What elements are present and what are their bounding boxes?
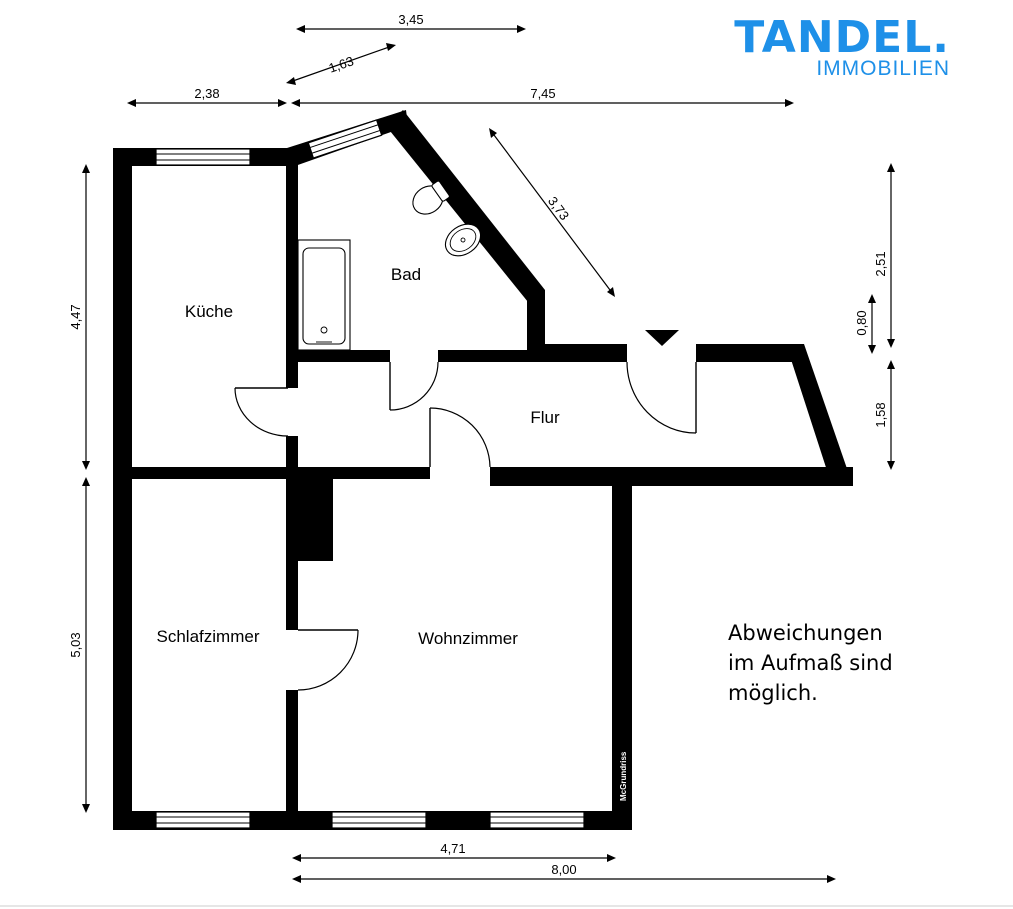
svg-text:5,03: 5,03 bbox=[68, 632, 83, 657]
bath-fixtures bbox=[297, 180, 482, 351]
svg-text:4,71: 4,71 bbox=[440, 841, 465, 856]
door-living bbox=[429, 407, 491, 468]
door-bath bbox=[389, 361, 439, 411]
note-line-1: Abweichungen bbox=[728, 621, 883, 645]
entrance-arrow-icon bbox=[645, 330, 679, 346]
door-bedroom bbox=[297, 629, 359, 691]
window-living-2 bbox=[489, 811, 585, 829]
wall-flur-top-b bbox=[696, 344, 804, 362]
windows bbox=[155, 119, 585, 829]
brand-name: TANDEL. bbox=[734, 12, 950, 63]
room-label-flur: Flur bbox=[530, 408, 560, 427]
door-entrance bbox=[626, 361, 697, 434]
room-label-kueche: Küche bbox=[185, 302, 233, 321]
svg-text:3,45: 3,45 bbox=[398, 12, 423, 27]
wall-flur-bottom bbox=[490, 467, 853, 486]
dimension-top-right: 7,45 bbox=[291, 86, 794, 107]
dimension-left-upper: 4,47 bbox=[68, 164, 90, 470]
room-label-schlafzimmer: Schlafzimmer bbox=[157, 627, 260, 646]
svg-text:4,47: 4,47 bbox=[68, 304, 83, 329]
wall-flur-right bbox=[786, 344, 853, 486]
toilet-icon bbox=[412, 180, 450, 215]
window-kitchen bbox=[155, 148, 251, 166]
dimension-bath-window: 1,63 bbox=[286, 43, 396, 85]
dimension-bottom-living: 4,71 bbox=[292, 841, 616, 862]
wall-flur-top-a bbox=[527, 344, 627, 362]
wall-bath-bottom-a bbox=[286, 350, 390, 362]
dimension-right-step: 0,80 bbox=[854, 294, 876, 354]
svg-text:0,80: 0,80 bbox=[854, 310, 869, 335]
chimney-block bbox=[286, 479, 333, 561]
brand-tagline: IMMOBILIEN bbox=[816, 57, 950, 80]
window-living-1 bbox=[331, 811, 427, 829]
svg-text:2,38: 2,38 bbox=[194, 86, 219, 101]
wall-kitchen-bath bbox=[286, 148, 298, 362]
brand-logo: TANDEL. IMMOBILIEN bbox=[734, 12, 950, 80]
svg-text:2,51: 2,51 bbox=[873, 251, 888, 276]
svg-text:8,00: 8,00 bbox=[551, 862, 576, 877]
wall-bath-diagonal bbox=[386, 110, 545, 302]
dimension-left-lower: 5,03 bbox=[68, 477, 90, 813]
sink-icon bbox=[444, 223, 482, 257]
svg-text:1,63: 1,63 bbox=[327, 53, 356, 75]
disclaimer-note: Abweichungen im Aufmaß sind möglich. bbox=[728, 621, 893, 705]
dimension-lines: 3,45 1,63 2,38 7,45 3,73 bbox=[68, 12, 895, 883]
doors bbox=[234, 330, 697, 691]
wall-left bbox=[113, 148, 132, 830]
wall-middle bbox=[113, 467, 430, 479]
dimension-top-bath: 3,45 bbox=[296, 12, 526, 33]
note-line-3: möglich. bbox=[728, 681, 818, 705]
dimension-right-upper: 2,51 bbox=[873, 163, 895, 348]
watermark: McGrundriss bbox=[619, 751, 628, 801]
note-line-2: im Aufmaß sind bbox=[728, 651, 893, 675]
room-label-wohnzimmer: Wohnzimmer bbox=[418, 629, 518, 648]
dimension-right-lower: 1,58 bbox=[873, 360, 895, 470]
wall-kitchen-flur-a bbox=[286, 362, 298, 388]
wall-bed-living-b bbox=[286, 690, 298, 830]
wall-bath-bottom-b bbox=[438, 350, 545, 362]
window-bedroom bbox=[155, 811, 251, 829]
room-labels: Küche Bad Flur Schlafzimmer Wohnzimmer bbox=[157, 265, 560, 648]
dimension-bottom-total: 8,00 bbox=[292, 862, 836, 883]
room-label-bad: Bad bbox=[391, 265, 421, 284]
svg-text:7,45: 7,45 bbox=[530, 86, 555, 101]
bathtub-icon bbox=[297, 239, 351, 351]
wall-living-right bbox=[612, 468, 632, 830]
svg-text:1,58: 1,58 bbox=[873, 402, 888, 427]
window-bath bbox=[307, 119, 383, 159]
walls bbox=[113, 110, 853, 830]
door-kitchen bbox=[234, 387, 289, 437]
dimension-top-left: 2,38 bbox=[127, 86, 287, 107]
